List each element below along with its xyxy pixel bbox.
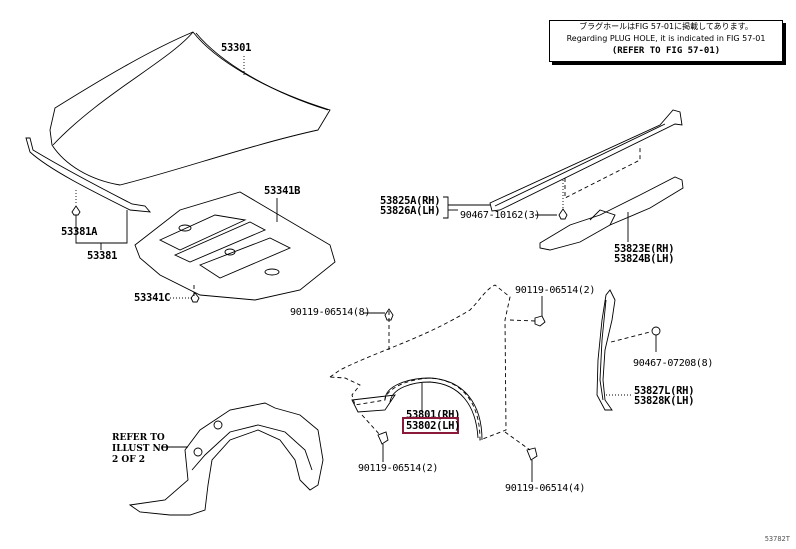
side-seal-drawing (443, 109, 683, 220)
part-label-apron-lh[interactable]: 53824B(LH) (614, 253, 675, 265)
figure-code: 53782T (764, 535, 790, 543)
part-label-fender-rh[interactable]: 53801(RH) (406, 409, 461, 421)
part-label-bolt-bottom-right[interactable]: 90119-06514(4) (505, 483, 586, 494)
refer-to-illustration-note[interactable]: REFER TO ILLUST NO 2 OF 2 (112, 433, 169, 465)
part-label-hood-insulator[interactable]: 53341B (264, 185, 301, 197)
plug-hole-note: ブラグホールはFIG 57-01に掲載してあります。 Regarding PLU… (549, 20, 783, 62)
part-label-fender-lh[interactable]: 53802(LH) (406, 420, 461, 432)
part-label-seal-rh[interactable]: 53825A(RH) (380, 195, 441, 207)
part-label-hood[interactable]: 53301 (221, 42, 252, 54)
part-label-bolt-top-right[interactable]: 90119-06514(2) (515, 285, 596, 296)
part-label-shield-lh[interactable]: 53828K(LH) (634, 395, 695, 407)
part-label-hood-seal-clip[interactable]: 53381A (61, 226, 98, 238)
side-shield-drawing (596, 289, 661, 411)
note-line-en: Regarding PLUG HOLE, it is indicated in … (566, 34, 766, 43)
part-label-shield-rh[interactable]: 53827L(RH) (634, 385, 695, 397)
part-label-clip-side[interactable]: 90467-07208(8) (633, 358, 714, 369)
part-label-bolt-bottom-left[interactable]: 90119-06514(2) (358, 463, 439, 474)
hood-insulator-drawing (134, 191, 336, 303)
part-label-insulator-clip[interactable]: 53341C (134, 292, 171, 304)
fender-drawing (328, 284, 546, 482)
note-refer-line: (REFER TO FIG 57-01) (611, 46, 721, 56)
part-label-bolt-top-left[interactable]: 90119-06514(8) (290, 307, 371, 318)
fender-liner-drawing (128, 402, 324, 516)
hood-drawing (49, 31, 331, 186)
selected-part-highlight (402, 417, 459, 434)
note-line-jp: ブラグホールはFIG 57-01に掲載してあります。 (579, 22, 753, 31)
part-label-seal-clip[interactable]: 90467-10162(3) (460, 210, 541, 221)
part-label-hood-seal[interactable]: 53381 (87, 250, 118, 262)
part-label-apron-rh[interactable]: 53823E(RH) (614, 243, 675, 255)
hood-seal-drawing (25, 137, 152, 250)
apron-seal-drawing (539, 176, 684, 251)
part-label-seal-lh[interactable]: 53826A(LH) (380, 205, 441, 217)
